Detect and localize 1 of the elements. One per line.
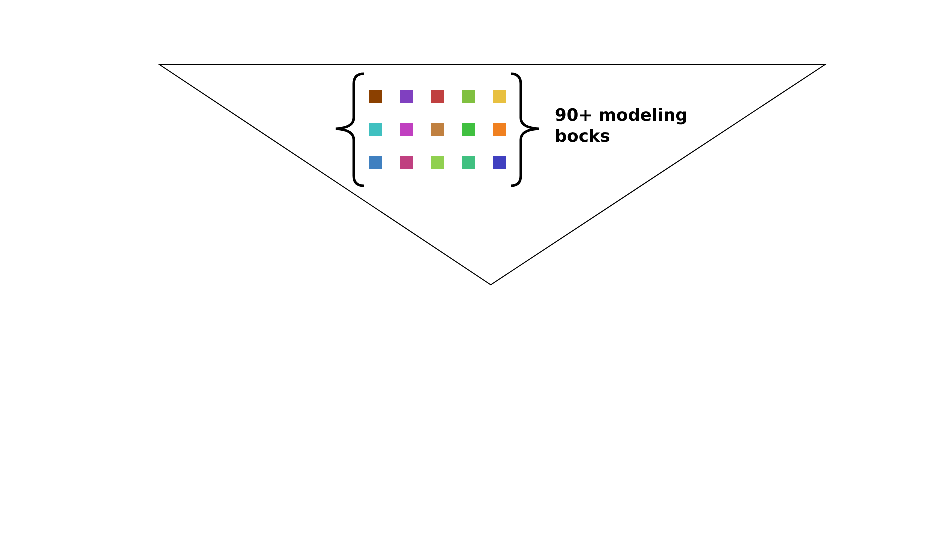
label-text: 90+ modeling bocks <box>555 106 689 148</box>
